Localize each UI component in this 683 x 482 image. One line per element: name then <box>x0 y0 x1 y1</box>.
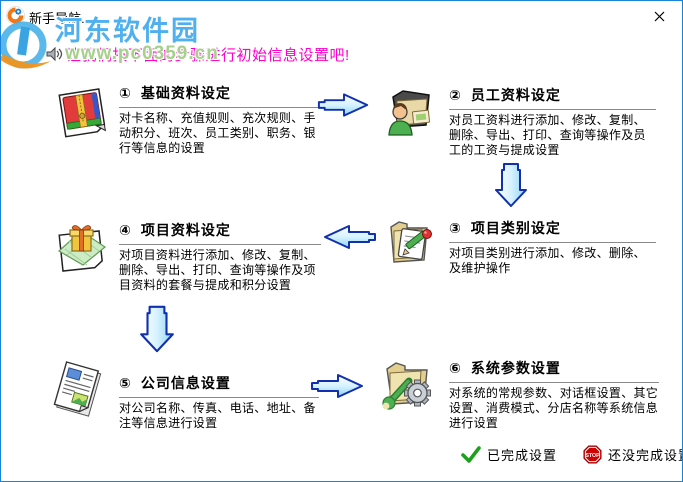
titlebar: 新手导航... <box>1 1 682 31</box>
close-button[interactable] <box>637 1 682 31</box>
window-title: 新手导航... <box>29 11 92 26</box>
check-icon <box>461 445 481 463</box>
arrow-left-icon <box>324 225 376 249</box>
legend-done-label: 已完成设置 <box>487 448 558 463</box>
arrow-right-icon <box>317 93 369 117</box>
hint-line: 让我们按下面的步骤进行初始信息设置吧! <box>45 44 350 64</box>
arrow-down-icon <box>140 305 174 353</box>
stop-icon: STOP <box>583 445 602 464</box>
employee-folder-icon <box>388 90 430 136</box>
step-desc: 对项目资料进行添加、修改、复制、删除、导出、打印、查询等操作及项目资料的套餐与提… <box>119 248 316 292</box>
gift-box-icon <box>57 225 107 272</box>
arrow-right-icon <box>311 374 363 398</box>
speaker-icon <box>46 46 63 62</box>
category-edit-icon <box>390 221 432 263</box>
legend-done: 已完成设置 <box>461 445 557 464</box>
svg-text:STOP: STOP <box>585 453 600 459</box>
arrow-down-icon <box>495 163 527 207</box>
legend: 已完成设置 STOP 还没完成设置 <box>461 445 682 464</box>
step-desc: 对卡名称、充值规则、充次规则、手动积分、班次、员工类别、职务、银行等信息的设置 <box>119 111 316 155</box>
legend-not-done: STOP 还没完成设置 <box>583 445 682 464</box>
app-logo-icon <box>6 6 25 25</box>
legend-not-done-label: 还没完成设置 <box>608 448 682 463</box>
archive-books-icon <box>58 88 106 138</box>
close-icon <box>654 11 665 21</box>
company-document-icon <box>53 361 102 417</box>
step-desc: 对员工资料进行添加、修改、复制、删除、导出、打印、查询等操作及员工的工资与提成设… <box>449 113 646 157</box>
step-desc: 对项目类别进行添加、修改、删除、及维护操作 <box>449 246 646 275</box>
step-desc: 对公司名称、传真、电话、地址、备注等信息进行设置 <box>119 401 316 430</box>
system-tools-icon <box>382 362 431 410</box>
step-desc: 对系统的常规参数、对话框设置、其它设置、消费模式、分店名称等系统信息进行设置 <box>449 386 659 430</box>
hint-text: 让我们按下面的步骤进行初始信息设置吧! <box>66 46 350 64</box>
